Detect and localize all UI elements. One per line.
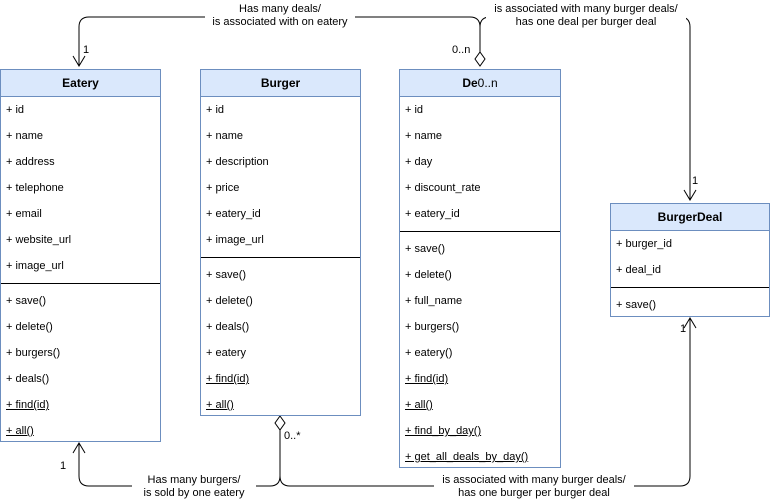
class-burger-title: Burger [201,70,360,97]
static-method: + find(id) [405,373,449,385]
attribute: + eatery_id [206,208,261,220]
attribute: + email [6,208,42,220]
compartment-divider [201,257,360,258]
static-method: + find(id) [6,399,50,411]
method: + save() [6,295,47,307]
class-deal-name-overlap: 0..n [477,76,498,90]
attribute: + price [206,182,240,194]
method: + save() [405,243,446,255]
attribute: + image_url [6,260,64,272]
method: + eatery() [405,347,453,359]
relation-label-line: Has many burgers/ [147,474,241,486]
relation-label-line: is associated with many burger deals/ [494,3,678,15]
attribute: + burger_id [616,238,672,250]
attribute: + day [405,156,433,168]
aggregation-diamond-burger [274,415,286,431]
method: + save() [206,269,247,281]
relation-label-deal-burgerdeal: is associated with many burger deals/ ha… [486,3,686,29]
static-method: + all() [206,399,234,411]
attribute: + id [206,104,225,116]
arrow-head-eatery-bottom [72,442,86,454]
arrow-head-burgerdeal-bottom [683,317,697,329]
static-method: + all() [405,399,433,411]
attribute: + name [206,130,243,142]
class-eatery-title: Eatery [1,70,160,97]
relation-label-burger-burgerdeal: is associated with many burger deals/ ha… [434,474,634,500]
static-method: + find(id) [206,373,250,385]
multiplicity-burgerdeal-top: 1 [692,175,699,187]
method: + deals() [6,373,50,385]
method: + eatery [206,347,247,359]
class-burger-attributes: + id + name + description + price + eate… [201,97,360,253]
method: + delete() [405,269,452,281]
method: + deals() [206,321,250,333]
attribute: + website_url [6,234,72,246]
attribute: + image_url [206,234,264,246]
attribute: + name [405,130,442,142]
relation-label-line: is associated with on eatery [212,16,348,28]
class-eatery-attributes: + id + name + address + telephone + emai… [1,97,160,279]
class-burgerdeal-attributes: + burger_id + deal_id [611,231,769,283]
class-burger-methods: + save() + delete() + deals() + eatery +… [201,262,360,418]
compartment-divider [400,231,560,232]
attribute: + id [6,104,25,116]
attribute: + address [6,156,55,168]
relation-label-eatery-deal: Has many deals/ is associated with on ea… [205,3,355,29]
class-deal[interactable]: De0..n + id + name + day + discount_rate… [399,69,561,468]
relation-label-line: has one burger per burger deal [458,487,610,499]
relation-label-line: is sold by one eatery [143,487,245,499]
class-deal-attributes: + id + name + day + discount_rate + eate… [400,97,560,227]
class-burger[interactable]: Burger + id + name + description + price… [200,69,361,416]
relation-label-line: is associated with many burger deals/ [442,474,626,486]
attribute: + description [206,156,269,168]
method: + delete() [206,295,253,307]
class-eatery-methods: + save() + delete() + burgers() + deals(… [1,288,160,444]
class-deal-title: De0..n [400,70,560,97]
attribute: + deal_id [616,264,661,276]
attribute: + name [6,130,43,142]
arrow-head-eatery-top [72,55,86,67]
class-deal-methods: + save() + delete() + full_name + burger… [400,236,560,470]
aggregation-diamond-deal [474,51,486,67]
multiplicity-burger-bottom: 0..* [284,430,301,442]
static-method: + get_all_deals_by_day() [405,451,529,463]
method: + full_name [405,295,463,307]
relation-label-line: Has many deals/ [239,3,321,15]
arrow-head-burgerdeal-top [683,189,697,201]
multiplicity-burgerdeal-bottom: 1 [680,323,687,335]
class-eatery[interactable]: Eatery + id + name + address + telephone… [0,69,161,442]
multiplicity-deal-top: 0..n [452,44,471,56]
compartment-divider [1,283,160,284]
relation-label-eatery-burger: Has many burgers/ is sold by one eatery [132,474,256,500]
attribute: + discount_rate [405,182,481,194]
class-burgerdeal[interactable]: BurgerDeal + burger_id + deal_id + save(… [610,203,770,317]
relation-label-line: has one deal per burger deal [515,16,657,28]
class-deal-name: De [462,76,478,90]
attribute: + eatery_id [405,208,460,220]
method: + save() [616,299,657,311]
attribute: + id [405,104,424,116]
attribute: + telephone [6,182,64,194]
method: + burgers() [405,321,460,333]
static-method: + all() [6,425,34,437]
method: + burgers() [6,347,61,359]
multiplicity-eatery-bottom: 1 [60,460,67,472]
static-method: + find_by_day() [405,425,482,437]
class-burgerdeal-title: BurgerDeal [611,204,769,231]
class-burgerdeal-methods: + save() [611,292,769,318]
multiplicity-eatery-top: 1 [83,44,90,56]
method: + delete() [6,321,53,333]
compartment-divider [611,287,769,288]
